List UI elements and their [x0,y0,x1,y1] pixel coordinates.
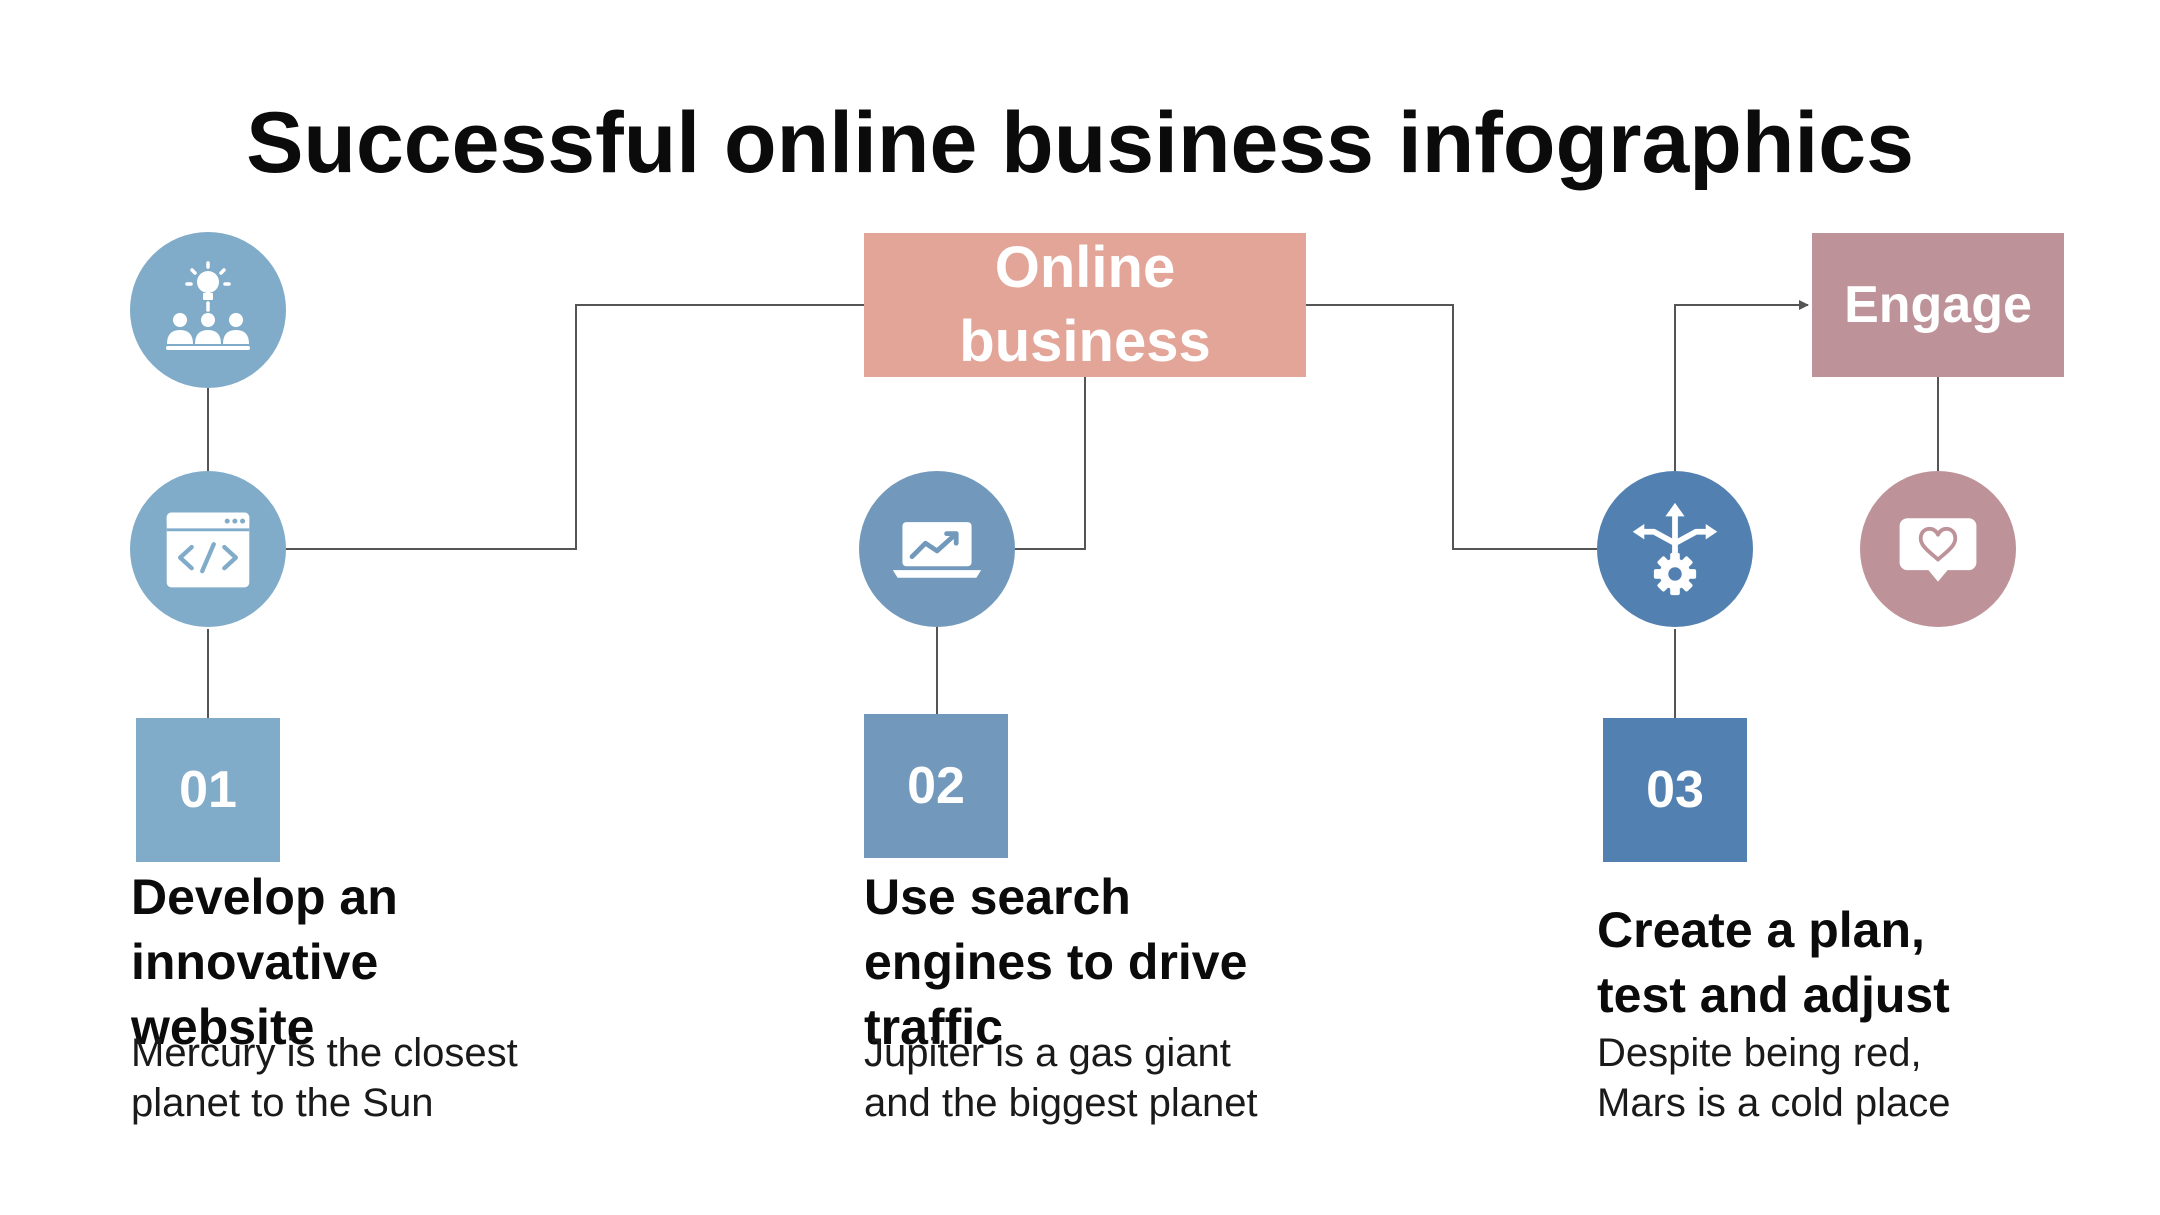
step-03-description: Despite being red, Mars is a cold place [1597,1028,2077,1128]
online-business-label-line1: Online [994,235,1176,300]
step-02-description-line1: Jupiter is a gas giant [864,1031,1231,1075]
step-03-heading: Create a plan, test and adjust [1597,902,1950,1023]
step-01-number: 01 [136,718,280,862]
connector-code-to-online [286,304,864,550]
step-01-description: Mercury is the closest planet to the Sun [131,1028,611,1128]
step-02-description: Jupiter is a gas giant and the biggest p… [864,1028,1344,1128]
step-02-description-line2: and the biggest planet [864,1081,1258,1125]
step-01-description-line1: Mercury is the closest [131,1031,518,1075]
step-02-heading: Use search engines to drive traffic [864,869,1248,1055]
strategy-gear-icon [1597,471,1753,627]
step-03-number: 03 [1603,718,1747,862]
step-02-number: 02 [864,714,1008,858]
code-window-icon [130,471,286,627]
online-business-box: Online business [864,233,1306,377]
idea-team-icon [130,232,286,388]
heart-chat-icon [1860,471,2016,627]
step-03-description-line1: Despite being red, [1597,1031,1922,1075]
page-title: Successful online business infographics [246,95,1914,191]
online-business-label-line2: business [959,309,1211,374]
connector-online-to-strategy [1306,304,1597,550]
connector-online-to-laptop [1015,377,1086,550]
connector-strategy-to-engage [1674,300,1809,471]
step-03-description-line2: Mars is a cold place [1597,1081,1951,1125]
laptop-chart-icon [859,471,1015,627]
engage-box: Engage [1812,233,2064,377]
step-01-heading: Develop an innovative website [131,869,398,1055]
step-01-description-line2: planet to the Sun [131,1081,434,1125]
